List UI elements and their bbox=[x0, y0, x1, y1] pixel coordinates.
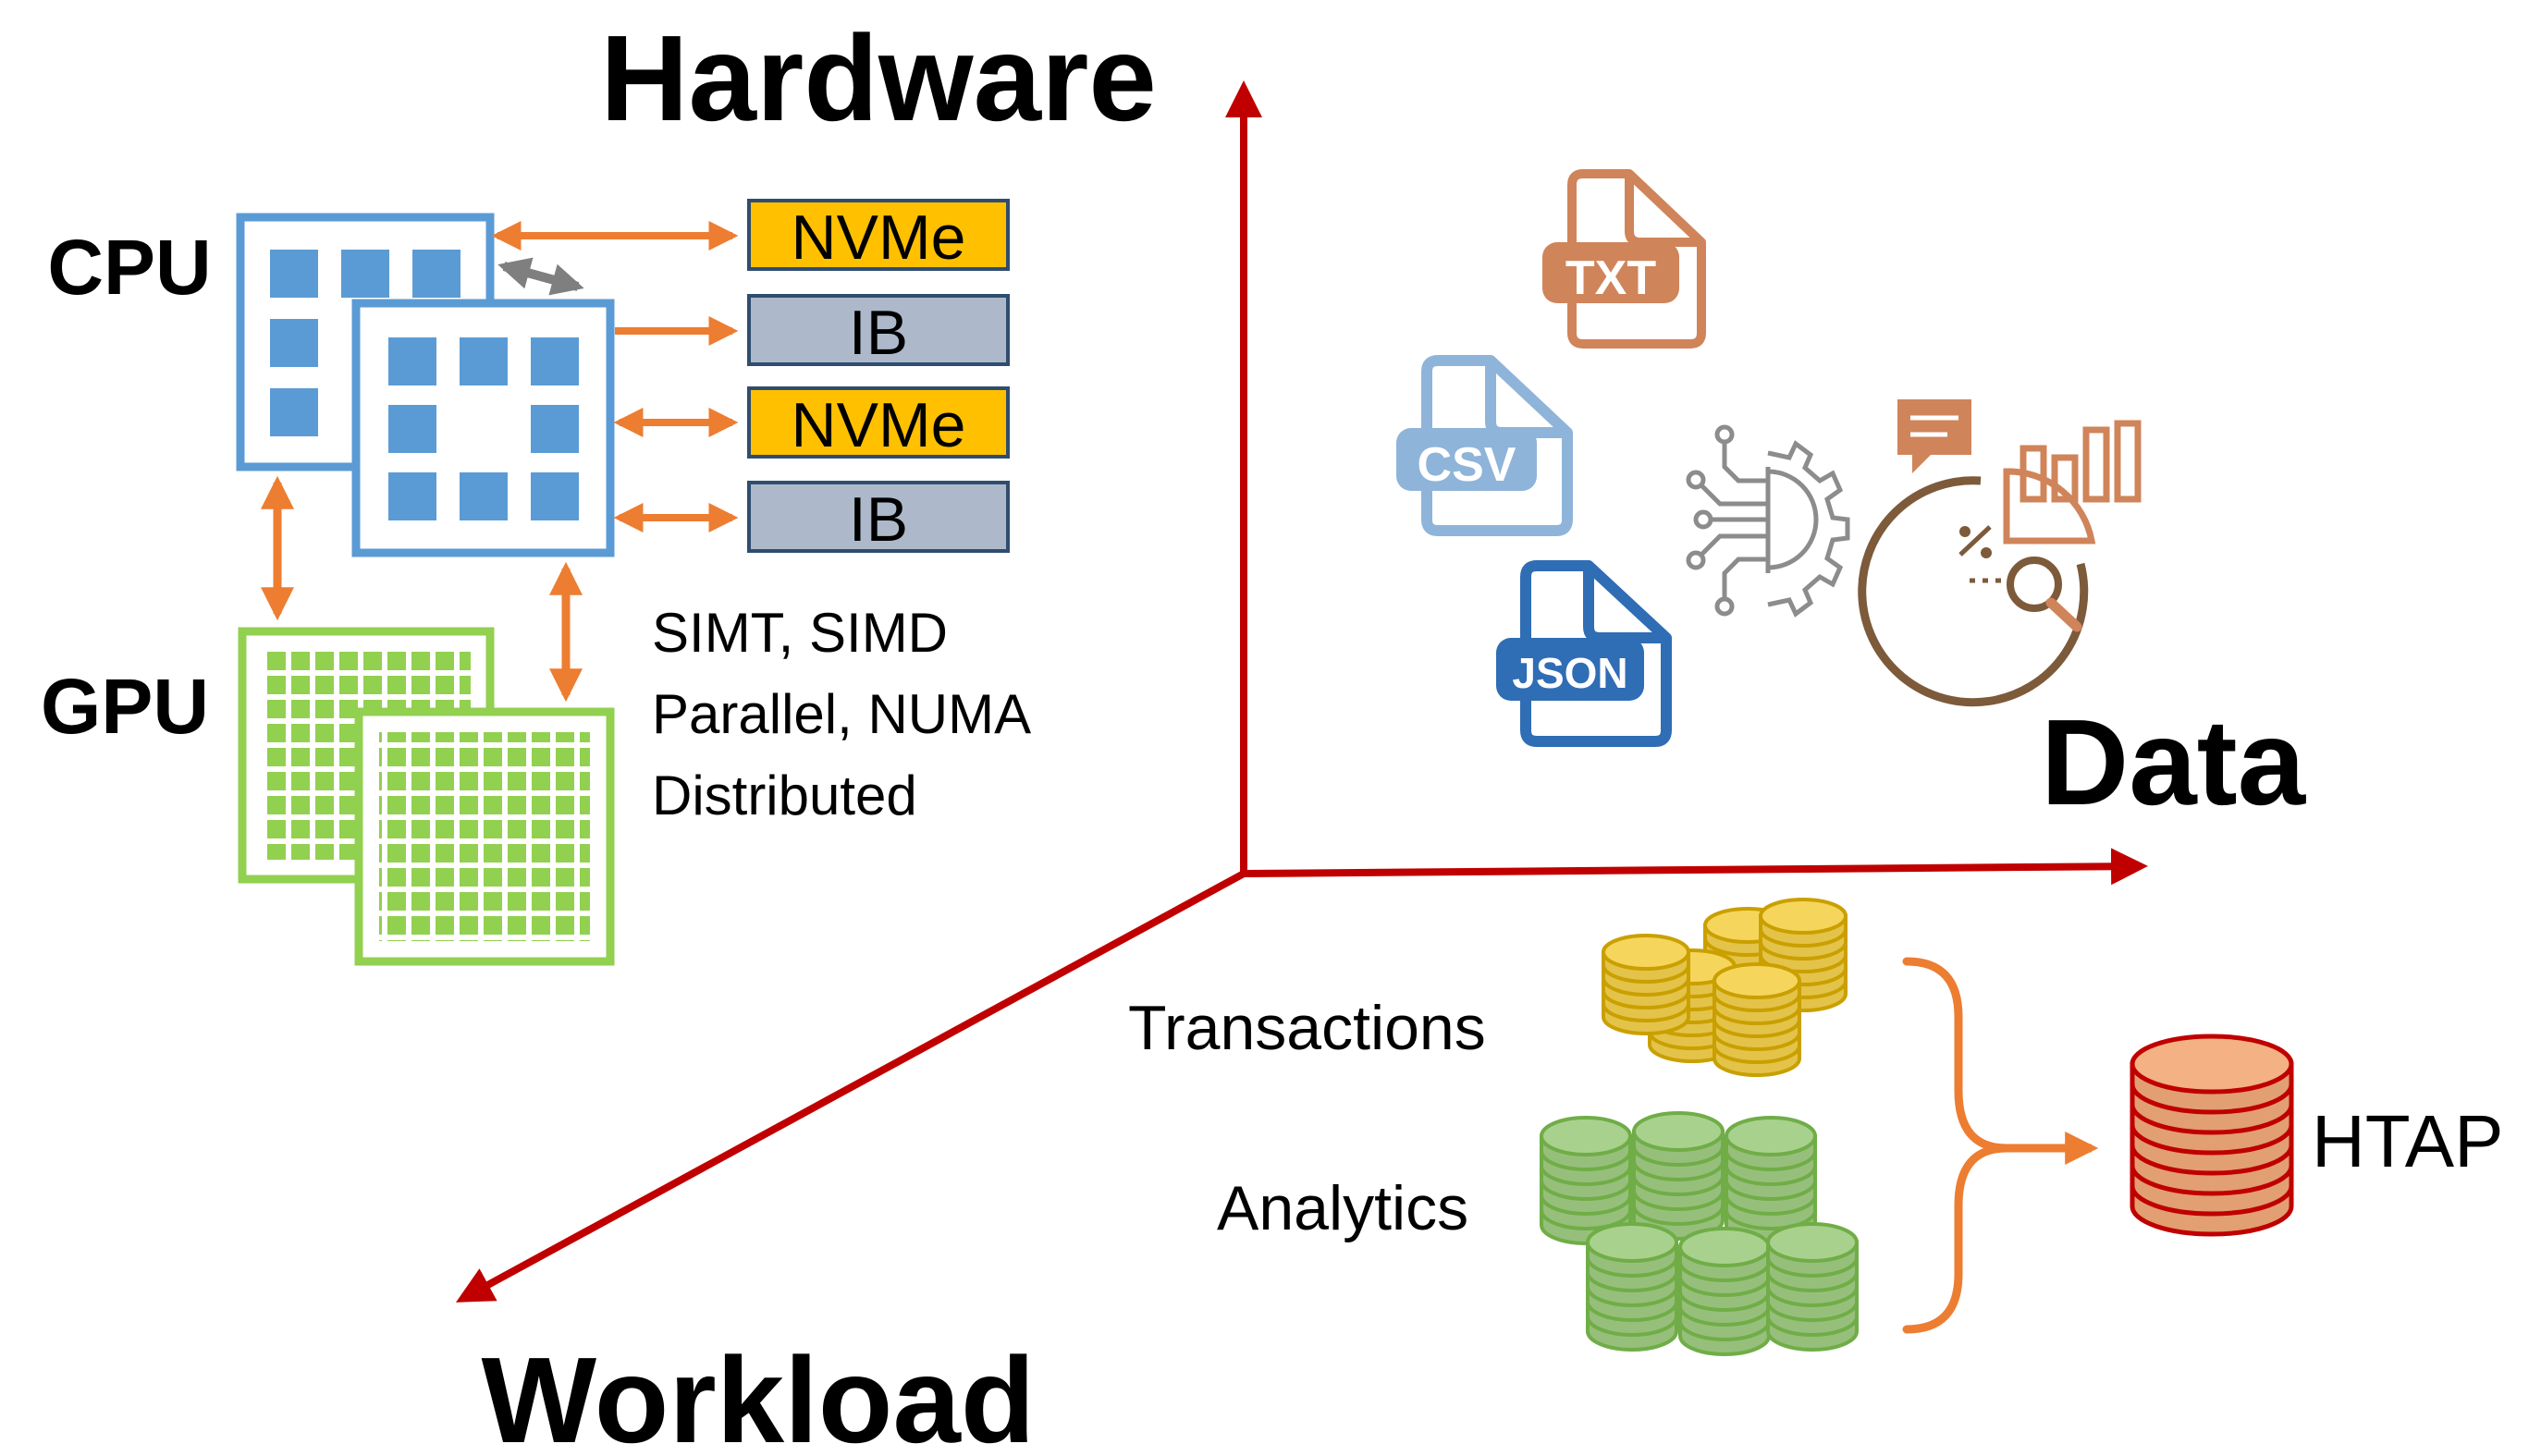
gpu-chip-front bbox=[354, 707, 615, 966]
transactions-coin-stacks bbox=[1602, 898, 1848, 1077]
merge-brace bbox=[1902, 957, 2011, 1334]
analytics-label: Analytics bbox=[1217, 1173, 1468, 1243]
device-ib-2: IB bbox=[747, 481, 1010, 555]
txt-file-icon: TXT bbox=[1542, 169, 1706, 349]
cpu-chip-front bbox=[351, 299, 615, 557]
htap-database-stack bbox=[2130, 1034, 2294, 1237]
csv-badge-text: CSV bbox=[1418, 438, 1516, 492]
workload-axis-title: Workload bbox=[482, 1332, 1036, 1456]
ai-chip-gear-icon bbox=[1686, 424, 1850, 618]
data-axis-title: Data bbox=[2041, 694, 2307, 830]
device-nvme-1: NVMe bbox=[747, 199, 1010, 273]
device-label: NVMe bbox=[792, 202, 966, 273]
analytics-coin-stacks bbox=[1540, 1111, 1859, 1356]
transactions-label: Transactions bbox=[1128, 993, 1486, 1063]
gpu-label: GPU bbox=[41, 663, 209, 750]
device-label: NVMe bbox=[792, 390, 966, 460]
csv-file-icon: CSV bbox=[1396, 355, 1573, 536]
txt-badge-text: TXT bbox=[1565, 251, 1656, 305]
htap-label: HTAP bbox=[2312, 1100, 2503, 1182]
cpu-interconnect-arrow bbox=[497, 257, 584, 296]
cpu-label: CPU bbox=[47, 224, 211, 311]
json-file-icon: JSON bbox=[1496, 560, 1672, 747]
device-label: IB bbox=[849, 298, 908, 368]
feature-line-2: Parallel, NUMA bbox=[652, 683, 1031, 745]
workload-axis bbox=[455, 870, 1246, 1303]
device-nvme-2: NVMe bbox=[747, 386, 1010, 460]
axes bbox=[455, 80, 2148, 1303]
json-badge-text: JSON bbox=[1512, 649, 1627, 697]
feature-line-1: SIMT, SIMD bbox=[652, 602, 948, 664]
hardware-axis-title: Hardware bbox=[600, 10, 1157, 146]
data-axis bbox=[1243, 848, 2148, 886]
analytics-chart-icon bbox=[1858, 399, 2142, 707]
device-label: IB bbox=[849, 484, 908, 555]
device-ib-1: IB bbox=[747, 294, 1010, 368]
feature-line-3: Distributed bbox=[652, 765, 917, 826]
